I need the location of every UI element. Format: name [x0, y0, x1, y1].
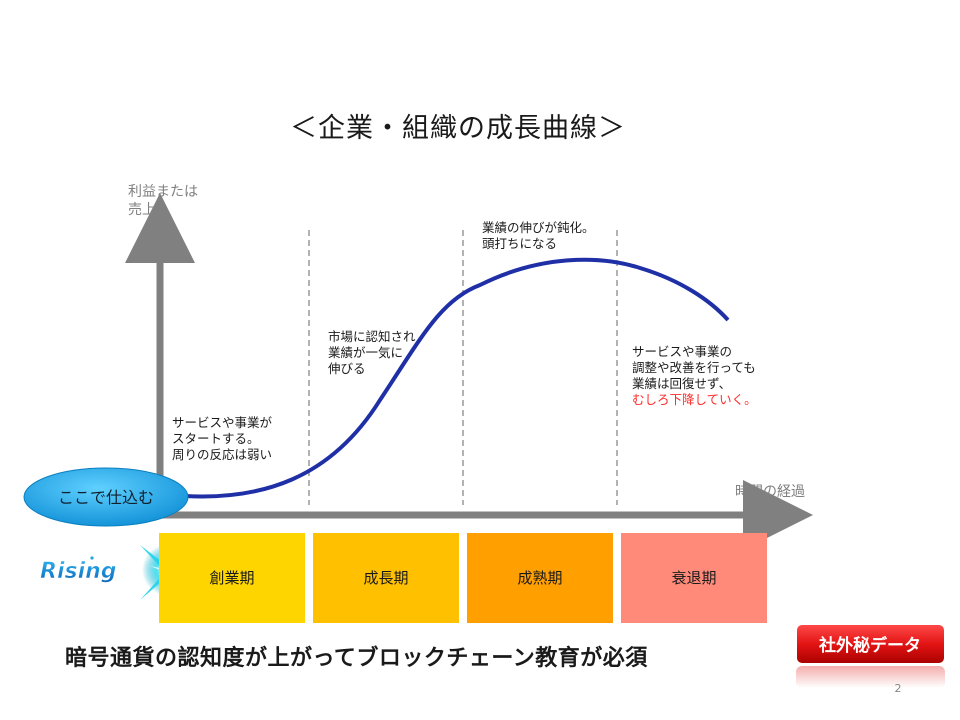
annotation-startup-line1: サービスや事業が	[172, 415, 273, 430]
diagram-title: ＜企業・組織の成長曲線＞	[290, 113, 626, 144]
phase-label-startup: 創業期	[209, 569, 254, 587]
annotation-growth-line3: 伸びる	[328, 361, 366, 376]
bottom-message: 暗号通貨の認知度が上がってブロックチェーン教育が必須	[65, 645, 648, 671]
phase-box-startup: 創業期	[159, 533, 305, 623]
annotation-growth-line2: 業績が一気に	[328, 345, 403, 360]
annotation-maturity: 業績の伸びが鈍化。 頭打ちになる	[482, 220, 595, 251]
annotation-growth-line1: 市場に認知され	[328, 329, 416, 344]
y-axis-label-line2: 売上	[128, 202, 156, 218]
annotation-startup-line2: スタートする。	[172, 431, 260, 446]
callout-bubble: ここで仕込む	[23, 467, 189, 527]
annotation-maturity-line2: 頭打ちになる	[482, 236, 557, 251]
annotation-decline-highlight: むしろ下降していく。	[632, 392, 757, 407]
annotation-startup: サービスや事業が スタートする。 周りの反応は弱い	[172, 415, 273, 462]
callout-text: ここで仕込む	[58, 488, 154, 507]
annotation-decline: サービスや事業の 調整や改善を行っても 業績は回復せず、 むしろ下降していく。	[632, 344, 757, 407]
y-axis-label-line1: 利益または	[128, 184, 198, 200]
phase-box-decline: 衰退期	[621, 533, 767, 623]
annotation-decline-line1: サービスや事業の	[632, 344, 732, 359]
logo-text: Rising	[40, 559, 117, 584]
phase-box-maturity: 成熟期	[467, 533, 613, 623]
page-number: 2	[895, 682, 902, 695]
confidential-badge-text: 社外秘データ	[818, 635, 921, 656]
phase-label-growth: 成長期	[363, 569, 408, 587]
phase-box-growth: 成長期	[313, 533, 459, 623]
x-axis-label: 時間の経過	[735, 484, 805, 500]
annotation-growth: 市場に認知され 業績が一気に 伸びる	[328, 329, 416, 376]
annotation-maturity-line1: 業績の伸びが鈍化。	[482, 220, 595, 235]
annotation-decline-line2: 調整や改善を行っても	[632, 360, 756, 375]
annotation-decline-line3: 業績は回復せず、	[632, 376, 731, 391]
phase-label-decline: 衰退期	[671, 569, 716, 587]
confidential-badge: 社外秘データ	[795, 623, 946, 688]
phase-label-maturity: 成熟期	[517, 569, 562, 587]
annotation-startup-line3: 周りの反応は弱い	[172, 447, 272, 462]
growth-curve	[184, 257, 730, 499]
